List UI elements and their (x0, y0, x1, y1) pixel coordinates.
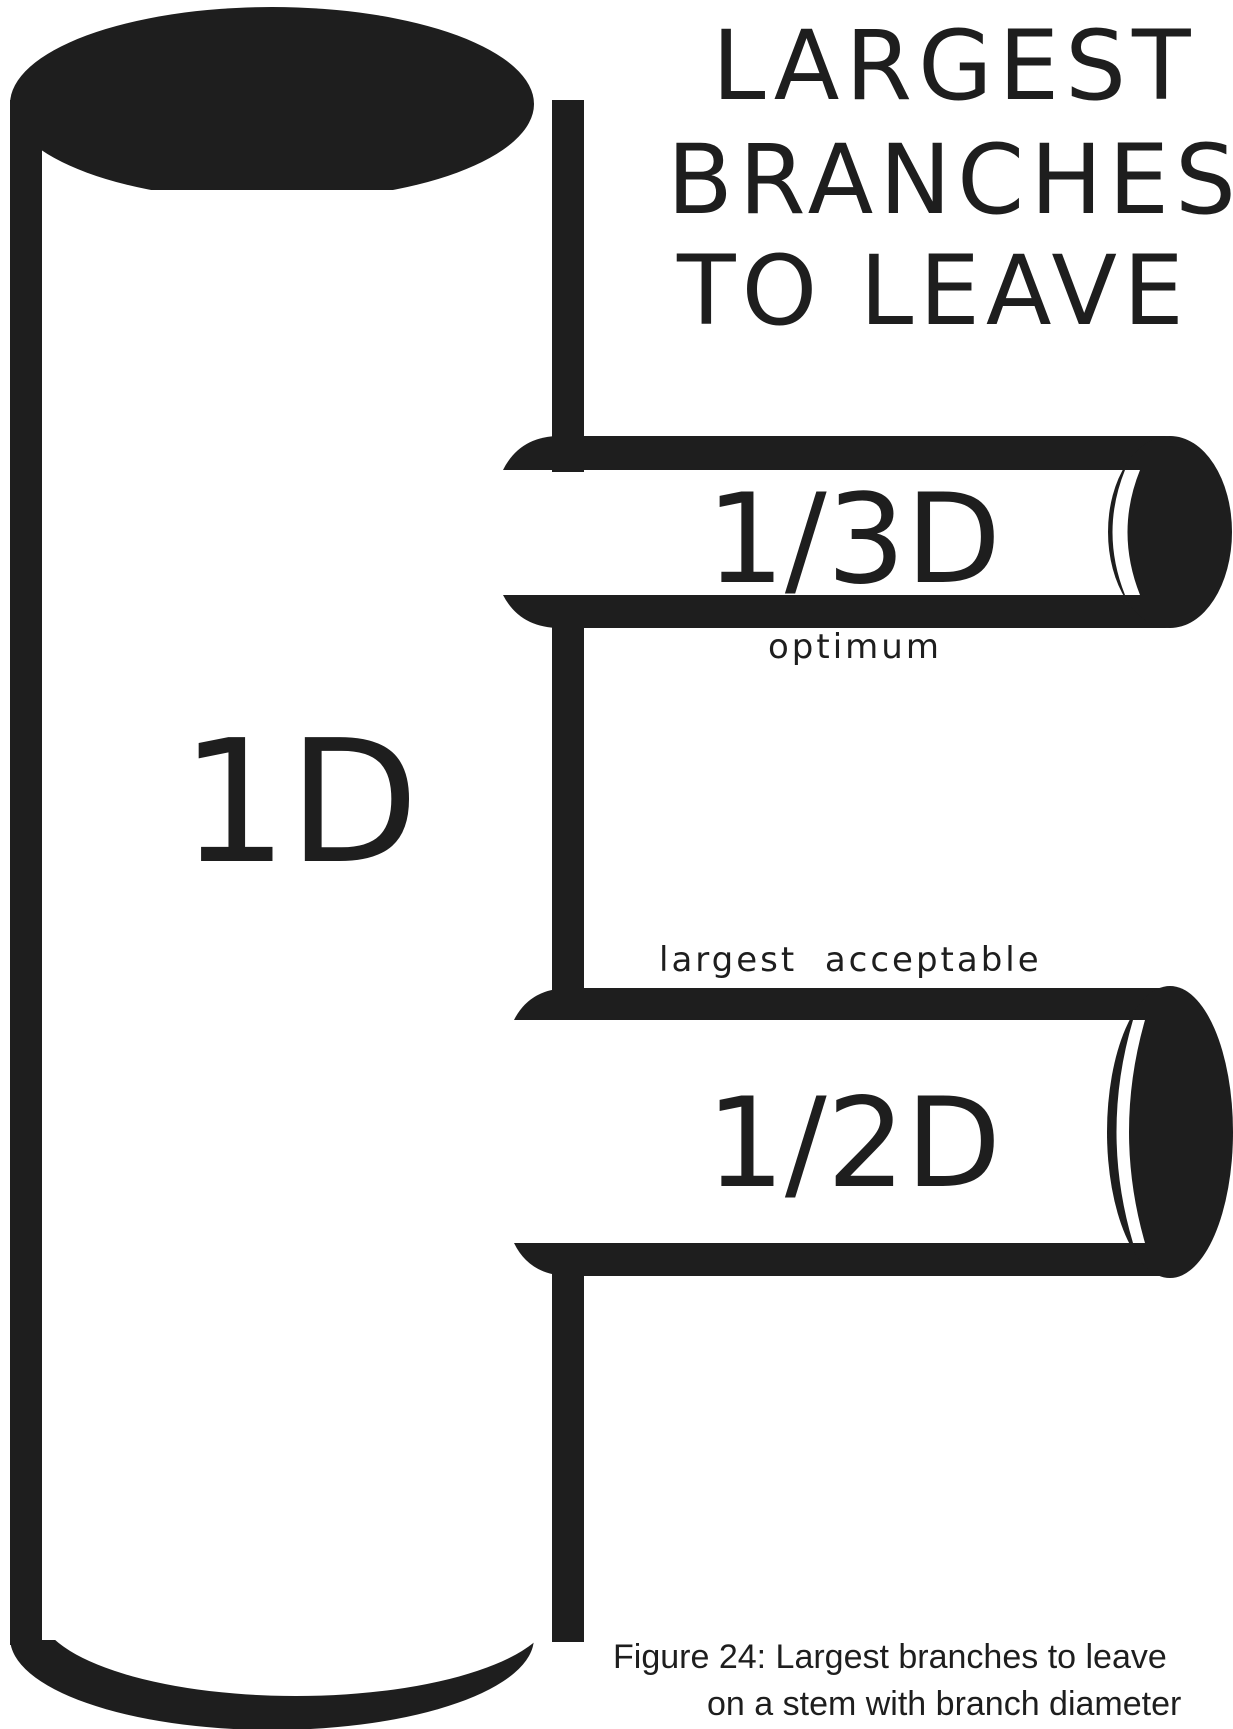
stem-left-wall (10, 100, 42, 1645)
stem-right-wall-lower (552, 1272, 584, 1642)
branch-largest-bottom-edge (514, 1243, 1195, 1276)
stem-body (40, 190, 553, 1640)
title-line-1: LARGEST (712, 18, 1197, 114)
title-line-2: BRANCHES (667, 132, 1233, 228)
stem-right-wall-middle (552, 615, 584, 1010)
branch-largest-note: largest acceptable (659, 943, 1042, 977)
figure-caption-line-2: on a stem with branch diameter (707, 1687, 1181, 1721)
branch-optimum-diameter-label: 1/3D (706, 478, 1001, 602)
branch-optimum-note: optimum (768, 630, 942, 664)
branch-largest-top-edge (514, 988, 1195, 1020)
figure-caption-line-1: Figure 24: Largest branches to leave (613, 1640, 1167, 1674)
branch-optimum-top-edge (503, 436, 1200, 470)
title-line-3: TO LEAVE (677, 243, 1190, 339)
stem-top-cap (10, 7, 534, 201)
branch-largest-diameter-label: 1/2D (706, 1082, 1001, 1206)
stem-right-wall-upper (552, 100, 584, 472)
stem-diameter-label: 1D (180, 718, 419, 888)
stem-bottom-inner (39, 1524, 553, 1696)
